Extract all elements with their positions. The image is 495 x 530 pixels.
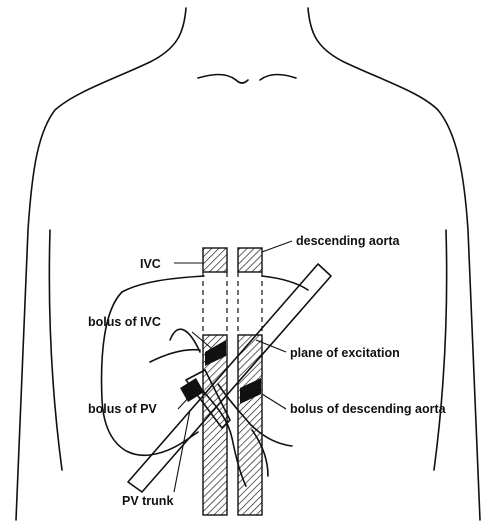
left-arm-edge bbox=[49, 230, 62, 470]
label-bolus-descending-aorta: bolus of descending aorta bbox=[290, 402, 447, 416]
leader-lines bbox=[174, 241, 292, 492]
label-ivc: IVC bbox=[140, 257, 161, 271]
label-pv-trunk: PV trunk bbox=[122, 494, 173, 508]
label-bolus-pv: bolus of PV bbox=[88, 402, 157, 416]
right-arm-edge bbox=[434, 230, 447, 470]
label-plane-of-excitation: plane of excitation bbox=[290, 346, 400, 360]
left-clavicle bbox=[198, 75, 236, 81]
label-bolus-ivc: bolus of IVC bbox=[88, 315, 161, 329]
plane-of-excitation-band bbox=[128, 264, 331, 492]
portal-vein bbox=[180, 370, 292, 486]
sternal-notch bbox=[236, 80, 248, 83]
label-descending-aorta: descending aorta bbox=[296, 234, 401, 248]
right-clavicle bbox=[260, 75, 296, 81]
